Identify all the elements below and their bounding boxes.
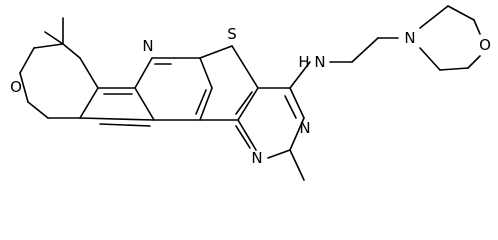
bond bbox=[99, 123, 151, 127]
chemical-structure-diagram: O N S N H N N N O bbox=[10, 5, 491, 181]
bond bbox=[79, 87, 99, 119]
bond bbox=[27, 101, 49, 119]
nitrogen-atom-label: N bbox=[142, 37, 153, 55]
bond bbox=[19, 72, 29, 103]
bond bbox=[473, 19, 481, 35]
oxygen-atom-label: O bbox=[479, 36, 491, 54]
bond bbox=[62, 43, 81, 59]
bond bbox=[235, 125, 251, 149]
bond bbox=[289, 117, 305, 151]
nitrogen-atom-label: N bbox=[314, 53, 325, 71]
hydrogen-atom-label: H bbox=[298, 53, 309, 71]
bond bbox=[134, 87, 155, 121]
bond-group bbox=[19, 5, 481, 181]
bond bbox=[467, 55, 481, 69]
bond bbox=[419, 5, 449, 29]
bond bbox=[439, 67, 469, 71]
bond bbox=[267, 149, 291, 159]
bond bbox=[19, 47, 35, 74]
nitrogen-atom-label: N bbox=[404, 29, 415, 47]
sulfur-atom-label: S bbox=[227, 25, 237, 43]
oxygen-atom-label: O bbox=[10, 78, 22, 96]
bond bbox=[199, 45, 233, 59]
nitrogen-atom-label: N bbox=[251, 149, 262, 167]
bond bbox=[134, 57, 153, 89]
bond bbox=[235, 91, 253, 115]
bond bbox=[284, 95, 297, 119]
bond bbox=[419, 47, 441, 71]
bond bbox=[79, 57, 99, 89]
bond bbox=[237, 119, 257, 151]
bond bbox=[199, 87, 213, 121]
atom-label-group: O N S N H N N N O bbox=[10, 25, 491, 167]
bond bbox=[195, 89, 207, 115]
bond bbox=[289, 61, 311, 89]
bond bbox=[289, 87, 305, 119]
nitrogen-atom-label: N bbox=[299, 119, 310, 137]
bond bbox=[237, 87, 259, 121]
bond bbox=[199, 57, 213, 89]
bond bbox=[231, 45, 259, 89]
bond bbox=[33, 43, 64, 49]
bond bbox=[351, 37, 379, 63]
methyl-bond bbox=[289, 149, 305, 181]
methyl-bond bbox=[44, 31, 64, 45]
bond bbox=[79, 117, 155, 121]
bond bbox=[447, 5, 475, 21]
